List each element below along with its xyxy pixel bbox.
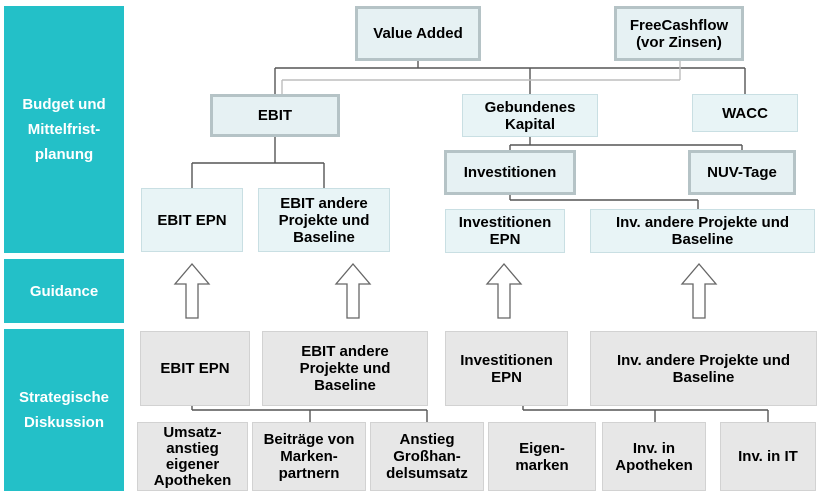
budget-investitionen-epn-box: Investitionen EPN (445, 209, 565, 253)
budget-ebit-epn-box: EBIT EPN (141, 188, 243, 252)
anstieg-grosshandelsumsatz-box: Anstieg Großhan- delsumsatz (370, 422, 484, 491)
value-added-box: Value Added (355, 6, 481, 61)
band-budget-mittelfristplanung: Budget und Mittelfrist- planung (4, 6, 124, 253)
nuv-tage-box: NUV-Tage (688, 150, 796, 195)
up-arrow-investitionen-epn (485, 262, 523, 319)
up-arrow-ebit-andere (334, 262, 372, 319)
inv-it-box: Inv. in IT (720, 422, 816, 491)
strategic-investitionen-epn-box: Investitionen EPN (445, 331, 568, 406)
band-guidance: Guidance (4, 259, 124, 323)
eigenmarken-box: Eigen- marken (488, 422, 596, 491)
investitionen-box: Investitionen (444, 150, 576, 195)
strategic-ebit-andere-box: EBIT andere Projekte und Baseline (262, 331, 428, 406)
band-strategische-diskussion: Strategische Diskussion (4, 329, 124, 491)
up-arrow-inv-andere (680, 262, 718, 319)
gebundenes-kapital-box: Gebundenes Kapital (462, 94, 598, 137)
budget-ebit-andere-box: EBIT andere Projekte und Baseline (258, 188, 390, 252)
inv-apotheken-box: Inv. in Apotheken (602, 422, 706, 491)
ebit-box: EBIT (210, 94, 340, 137)
free-cashflow-box: FreeCashflow (vor Zinsen) (614, 6, 744, 61)
umsatzanstieg-box: Umsatz- anstieg eigener Apotheken (137, 422, 248, 491)
wacc-box: WACC (692, 94, 798, 132)
strategic-ebit-epn-box: EBIT EPN (140, 331, 250, 406)
strategic-inv-andere-box: Inv. andere Projekte und Baseline (590, 331, 817, 406)
beitraege-markenpartner-box: Beiträge von Marken- partnern (252, 422, 366, 491)
up-arrow-ebit-epn (173, 262, 211, 319)
budget-inv-andere-box: Inv. andere Projekte und Baseline (590, 209, 815, 253)
